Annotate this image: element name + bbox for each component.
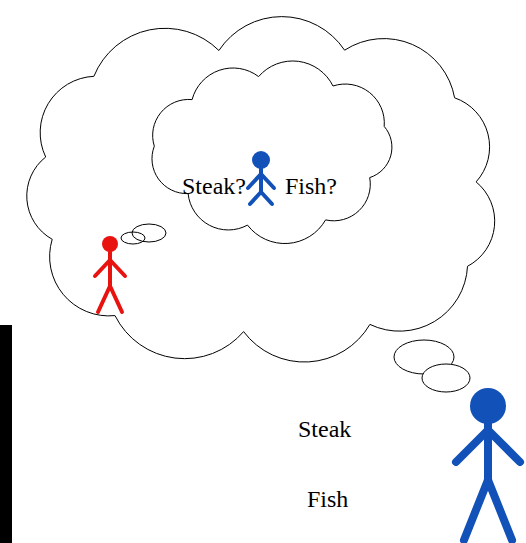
- cloud-outline: [152, 61, 392, 244]
- thought-bubble: [132, 224, 166, 242]
- thought-cloud: [27, 17, 495, 362]
- menu-option: Steak?: [182, 174, 246, 198]
- thought-bubble: [121, 232, 145, 244]
- black-bar: [0, 325, 12, 543]
- blue-stick-figure: [248, 151, 274, 204]
- thought-cloud: Steak? Fish?: [135, 50, 410, 250]
- blue-stick-figure: [456, 388, 520, 540]
- menu-option: Fish: [307, 487, 348, 511]
- red-stick-figure: [95, 236, 125, 312]
- cloud-outline: [135, 50, 410, 250]
- menu-option: Steak: [298, 417, 351, 441]
- thought-bubble: [422, 364, 470, 392]
- menu-option: Fish?: [285, 174, 337, 198]
